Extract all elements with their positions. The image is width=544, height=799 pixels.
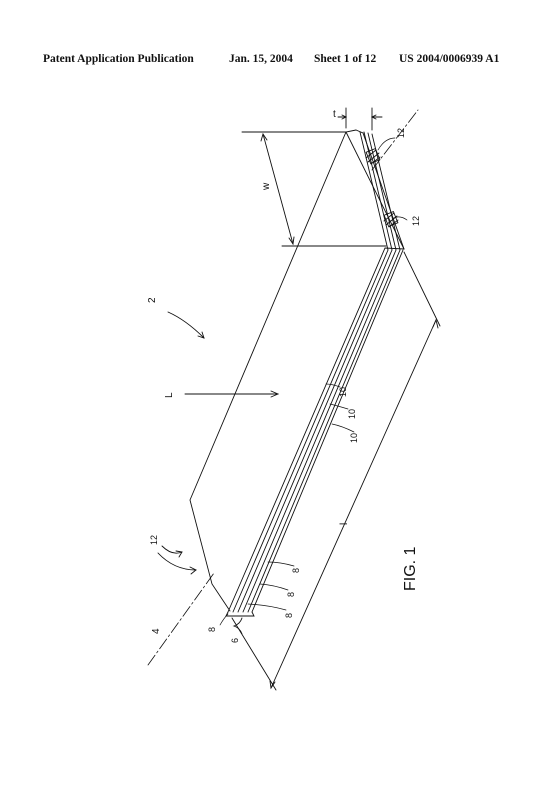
figure-labels: t w L l 2 4 6 8 8 8 8 10 10 10 12 12 12 … [147,109,421,643]
label-12-top: 12 [396,128,406,138]
label-10c: 10 [338,387,348,397]
dimension-t [337,107,383,131]
label-8d: 8 [291,568,301,573]
arrows-12-left [157,545,197,575]
publication-date: Jan. 15, 2004 [229,53,293,65]
label-L: L [164,392,175,398]
label-8c: 8 [286,592,296,597]
dimension-l [231,251,441,691]
arrow-L [184,390,280,398]
label-12-left: 12 [149,535,159,545]
label-6: 6 [230,638,240,643]
axis-line-4 [147,109,419,666]
figure-caption: FIG. 1 [402,546,419,591]
arrow-2 [167,311,205,339]
document-number: US 2004/0006939 A1 [399,53,500,65]
label-10b: 10 [347,409,357,419]
leaders-8 [219,561,295,626]
leaders-10 [325,383,355,433]
label-10a: 10 [349,433,359,443]
brace-6 [232,617,243,635]
leaders-12-right [377,137,408,221]
label-2: 2 [147,297,158,303]
label-l: l [339,523,350,525]
label-8a: 8 [207,627,217,632]
panel-outline [189,129,405,617]
hatched-insert-12b [383,210,399,228]
page-header: Patent Application Publication Jan. 15, … [0,53,544,67]
dimension-w [241,131,387,247]
label-w: w [261,182,272,191]
hatched-insert-12a [365,147,381,165]
label-12-mid: 12 [411,216,421,226]
sheet-number: Sheet 1 of 12 [314,53,377,65]
label-4: 4 [151,628,162,634]
label-t: t [333,109,336,120]
label-8b: 8 [284,613,294,618]
publication-label: Patent Application Publication [43,53,194,65]
